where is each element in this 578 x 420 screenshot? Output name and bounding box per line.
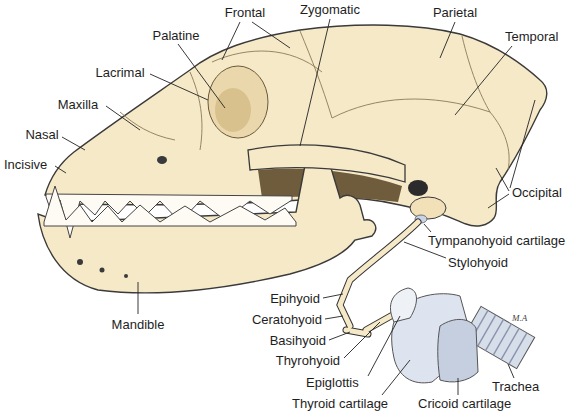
part-label: Occipital	[512, 186, 562, 199]
zygomatic-arch	[248, 145, 405, 182]
leader-line	[138, 282, 139, 314]
leader-line	[55, 166, 66, 173]
trachea-ring	[478, 315, 496, 346]
leader-line	[106, 106, 140, 130]
leader-line	[440, 22, 455, 58]
infraorbital-foramen	[157, 156, 167, 164]
orbit	[208, 66, 268, 138]
part-label: Epihyoid	[270, 292, 320, 305]
leader-line	[178, 44, 225, 108]
part-label: Cricoid cartilage	[418, 397, 511, 410]
leader-line	[496, 168, 509, 191]
leader-line	[382, 360, 410, 395]
suture-line	[462, 36, 490, 112]
leader-line	[455, 46, 512, 115]
leader-line	[150, 74, 208, 100]
leader-line	[488, 194, 509, 208]
part-label: Tympanohyoid cartilage	[428, 234, 565, 247]
part-label: Lacrimal	[95, 66, 144, 79]
part-label: Incisive	[4, 158, 47, 171]
part-label: Maxilla	[58, 98, 98, 111]
lower-teeth	[44, 186, 296, 226]
leader-line	[300, 19, 330, 146]
trachea-ring	[509, 333, 527, 364]
leader-line	[508, 364, 514, 378]
part-label: Basihyoid	[270, 334, 326, 347]
part-label: Stylohyoid	[448, 256, 508, 269]
leader-line	[329, 332, 350, 340]
suture-line	[490, 112, 509, 170]
mental-foramen	[100, 268, 105, 273]
orbit-shadow	[215, 88, 251, 132]
hyoid-bone	[340, 222, 418, 334]
leader-line	[424, 224, 431, 232]
suture-line	[300, 31, 332, 118]
mental-foramen	[124, 274, 128, 278]
suture-line	[190, 72, 202, 150]
trachea-ring	[493, 324, 511, 355]
part-label: Mandible	[112, 318, 165, 331]
part-label: Parietal	[433, 6, 477, 19]
part-label: Trachea	[492, 380, 539, 393]
part-label: Frontal	[225, 6, 265, 19]
part-label: Palatine	[153, 29, 200, 42]
part-label: Zygomatic	[300, 3, 360, 16]
leader-line	[510, 100, 535, 188]
leader-line	[323, 294, 343, 298]
trachea-rings	[470, 310, 527, 364]
part-label: Ceratohyoid	[252, 313, 322, 326]
part-label: Thyroid cartilage	[292, 397, 388, 410]
leader-line	[458, 378, 459, 395]
epiglottis	[390, 288, 416, 322]
signature: M.A	[512, 314, 527, 323]
acoustic-meatus	[408, 180, 428, 196]
leader-line	[62, 137, 85, 150]
leader-line	[368, 316, 400, 376]
tympanic-bulla	[410, 197, 446, 219]
mental-foramen	[77, 259, 83, 265]
part-label: Epiglottis	[306, 376, 359, 389]
hyoid-apparatus	[340, 222, 418, 334]
leader-line	[252, 22, 290, 48]
trachea-ring	[501, 328, 519, 359]
part-label: Temporal	[505, 30, 558, 43]
leader-lines	[55, 19, 535, 395]
leader-line	[325, 316, 343, 319]
trachea-ring	[486, 319, 504, 350]
leader-line	[222, 22, 240, 60]
cricoid-cartilage	[438, 319, 478, 382]
suture-line	[120, 112, 175, 140]
mandible	[38, 151, 376, 292]
part-label: Thyrohyoid	[276, 354, 340, 367]
leader-line	[344, 322, 380, 358]
hyoid-outline	[340, 222, 418, 334]
part-label: Nasal	[25, 128, 58, 141]
